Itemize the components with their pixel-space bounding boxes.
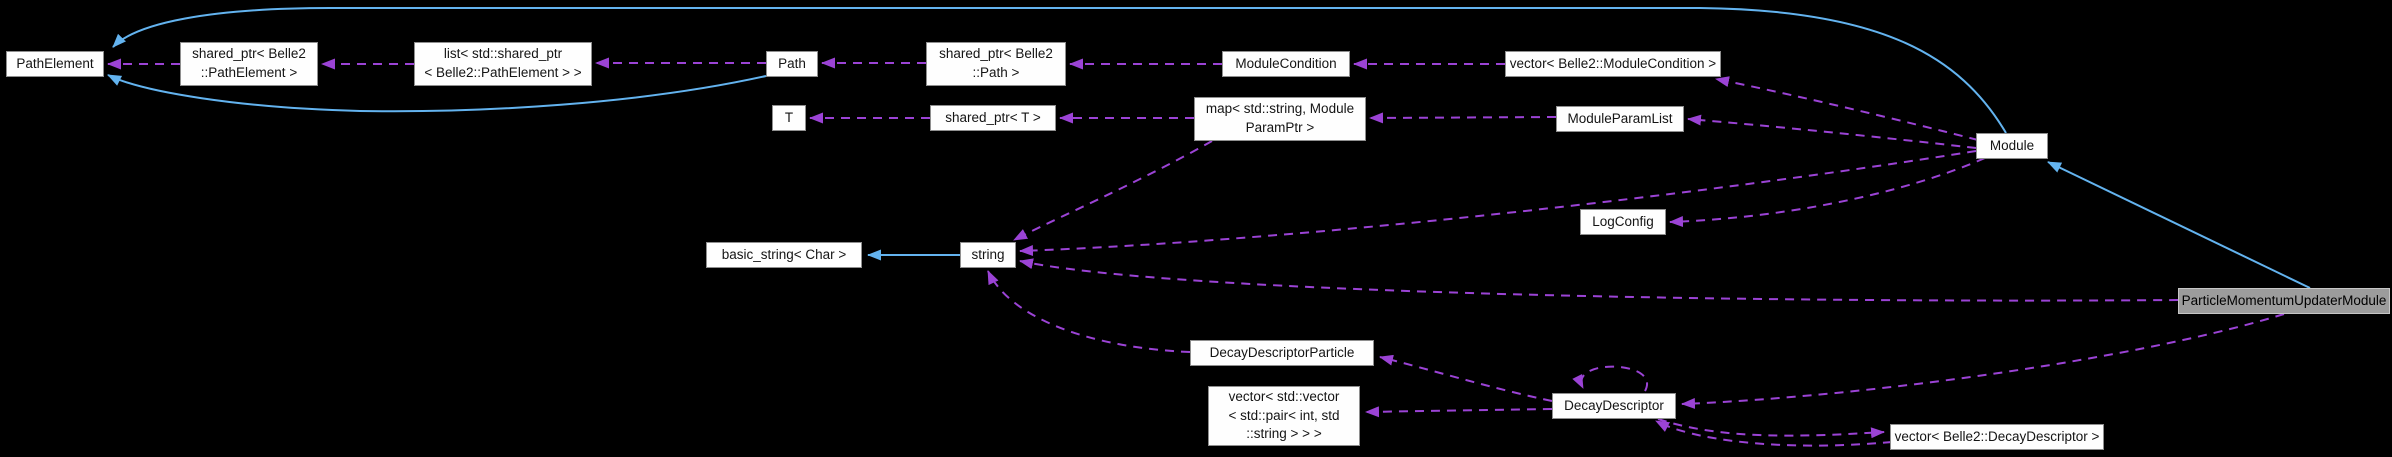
node-string[interactable]: string bbox=[960, 242, 1016, 268]
node-map-moduleparamptr[interactable]: map< std::string, Module ParamPtr > bbox=[1194, 97, 1366, 141]
node-list-shared-ptr-pathelement[interactable]: list< std::shared_ptr < Belle2::PathElem… bbox=[414, 42, 592, 86]
edge-module-to-string bbox=[1019, 150, 1977, 257]
node-shared-ptr-pathelement[interactable]: shared_ptr< Belle2 ::PathElement > bbox=[180, 42, 318, 86]
edge-moduleparamlist-to-map bbox=[1369, 112, 1557, 124]
node-path[interactable]: Path bbox=[766, 51, 818, 77]
node-decay-descriptor-particle[interactable]: DecayDescriptorParticle bbox=[1190, 340, 1374, 366]
edge-module-to-moduleparamlist bbox=[1687, 114, 1977, 149]
node-modulecondition[interactable]: ModuleCondition bbox=[1222, 51, 1350, 77]
edge-decaydescriptorparticle-to-string bbox=[987, 270, 1191, 353]
node-vector-pair-int-string[interactable]: vector< std::vector < std::pair< int, st… bbox=[1208, 386, 1360, 446]
node-shared-ptr-t[interactable]: shared_ptr< T > bbox=[930, 105, 1056, 131]
node-basic-string-char[interactable]: basic_string< Char > bbox=[706, 242, 862, 268]
edge-decaydescriptor-to-decaydescriptorparticle bbox=[1379, 354, 1553, 402]
edge-module-to-logconfig bbox=[1669, 157, 1986, 228]
edge-module-to-vector-modulecondition bbox=[1715, 76, 1979, 141]
edge-particlemomentumupdatermodule-to-decaydescriptor bbox=[1681, 313, 2285, 409]
node-t[interactable]: T bbox=[772, 105, 806, 131]
edge-decaydescriptor-to-vector-pair bbox=[1365, 406, 1553, 418]
edge-vector-decaydescriptor-to-decaydescriptor bbox=[1655, 420, 1893, 447]
node-vector-modulecondition[interactable]: vector< Belle2::ModuleCondition > bbox=[1505, 51, 1721, 77]
edge-module-to-pathelement bbox=[112, 7, 2007, 134]
edge-path-to-pathelement bbox=[107, 74, 767, 113]
node-vector-decaydescriptor[interactable]: vector< Belle2::DecayDescriptor > bbox=[1890, 424, 2104, 450]
node-pathelement[interactable]: PathElement bbox=[6, 51, 104, 77]
node-moduleparamlist[interactable]: ModuleParamList bbox=[1556, 106, 1684, 132]
edge-decaydescriptor-self-loop bbox=[1572, 365, 1649, 392]
node-shared-ptr-path[interactable]: shared_ptr< Belle2 ::Path > bbox=[926, 42, 1066, 86]
node-module[interactable]: Module bbox=[1976, 133, 2048, 159]
node-logconfig[interactable]: LogConfig bbox=[1580, 209, 1666, 235]
edge-decaydescriptor-to-vector-decaydescriptor bbox=[1657, 418, 1885, 439]
edge-particlemomentumupdatermodule-to-string bbox=[1019, 258, 2179, 302]
node-particle-momentum-updater-module[interactable]: ParticleMomentumUpdaterModule bbox=[2178, 288, 2390, 314]
edge-map-to-string bbox=[1013, 140, 1213, 241]
node-decay-descriptor[interactable]: DecayDescriptor bbox=[1552, 393, 1676, 419]
edge-particlemomentumupdatermodule-to-module bbox=[2047, 161, 2311, 289]
